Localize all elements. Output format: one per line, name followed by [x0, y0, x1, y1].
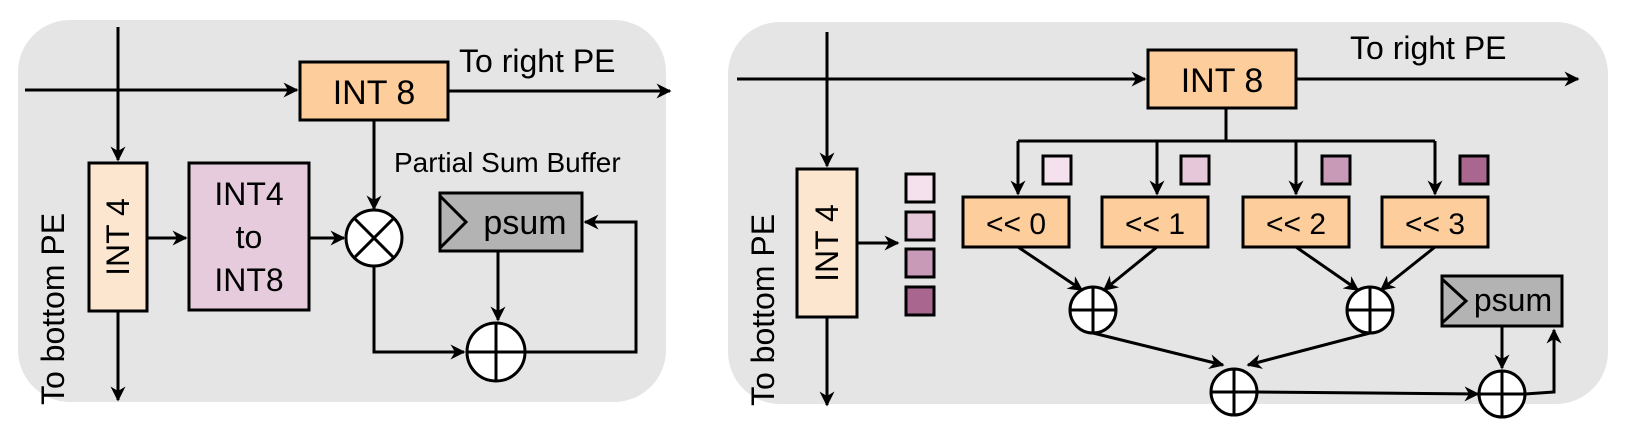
right-adder-a-icon	[1068, 285, 1118, 335]
shift-box-2	[1241, 195, 1351, 249]
right-pe-panel: INT 8 To right PE INT 4 To bottom PE	[728, 22, 1608, 419]
left-psum-label: psum	[483, 204, 566, 242]
adder-a-to-adder-c	[1092, 331, 1225, 370]
shift-bit-marker-3	[1458, 154, 1490, 186]
left-mult-to-adder-arrow	[372, 266, 466, 360]
left-psum-clock-icon	[438, 194, 469, 250]
right-adder-c-icon	[1209, 367, 1259, 417]
bit-slice-3	[904, 285, 936, 317]
left-to-bottom-label: To bottom PE	[35, 213, 71, 405]
left-to-right-label: To right PE	[459, 43, 616, 79]
bit-slice-2	[904, 247, 936, 279]
shift2-to-adder-b	[1295, 245, 1360, 292]
left-pe-panel: INT 8 To right PE INT 4 To bottom PE INT…	[18, 20, 672, 405]
right-int8-box	[1146, 48, 1298, 110]
right-int8-label: INT 8	[1181, 62, 1264, 100]
right-feedback-arrow	[1524, 328, 1562, 396]
right-to-bottom-label: To bottom PE	[745, 214, 781, 406]
left-int4-label: INT 4	[100, 198, 136, 276]
left-multiplier-icon	[344, 208, 404, 268]
left-convert-box	[187, 161, 311, 312]
left-convert-line1: INT4	[214, 176, 283, 212]
left-feedback-arrow	[525, 214, 638, 354]
right-psum-clock-icon	[1440, 277, 1469, 325]
left-convert-line2: to	[236, 219, 263, 255]
left-psum-box	[438, 191, 584, 253]
shift-label-0: << 0	[986, 208, 1046, 241]
adder-c-to-accum-arrow	[1256, 386, 1480, 402]
shift-label-2: << 2	[1266, 208, 1326, 241]
shift0-to-adder-a	[1017, 245, 1084, 292]
shift-label-1: << 1	[1125, 208, 1185, 241]
shift3-to-adder-b	[1379, 245, 1436, 292]
shift-bit-marker-2	[1320, 154, 1352, 186]
left-int8-label: INT 8	[333, 74, 416, 112]
bit-slice-1	[904, 210, 936, 242]
right-psum-label: psum	[1474, 282, 1552, 318]
left-psum-buffer-label: Partial Sum Buffer	[394, 147, 621, 178]
adder-b-to-adder-c	[1246, 331, 1371, 369]
shift1-to-adder-a	[1102, 245, 1158, 292]
shift-bit-marker-0	[1041, 154, 1073, 186]
shift-box-0	[961, 195, 1071, 249]
right-accum-adder-icon	[1477, 369, 1527, 419]
bit-slice-0	[904, 172, 936, 204]
right-bit-slices	[904, 172, 936, 317]
right-to-right-label: To right PE	[1350, 30, 1507, 66]
shift-label-3: << 3	[1405, 208, 1465, 241]
right-adder-b-icon	[1345, 285, 1395, 335]
left-convert-line3: INT8	[214, 262, 283, 298]
shift-bit-marker-1	[1179, 154, 1211, 186]
right-int4-box	[795, 167, 859, 319]
left-adder-icon	[465, 321, 527, 383]
shift-box-3	[1380, 195, 1490, 249]
shift-box-1	[1100, 195, 1210, 249]
right-int4-label: INT 4	[809, 204, 845, 282]
